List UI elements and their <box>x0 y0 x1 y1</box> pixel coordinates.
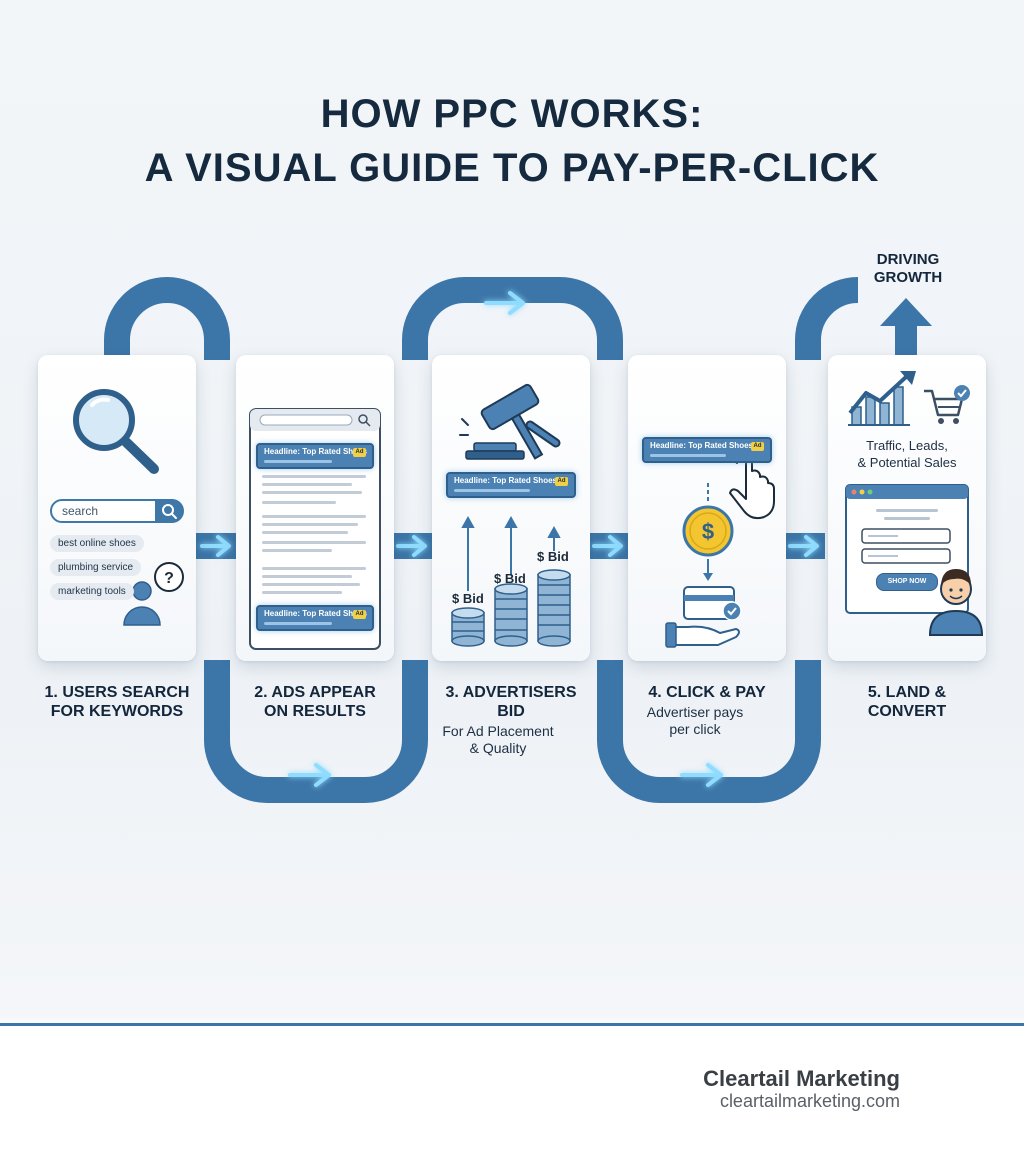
flow-arrow-icon <box>484 291 525 315</box>
magnifier-icon <box>73 389 159 474</box>
keyword-chip: plumbing service <box>50 559 142 576</box>
svg-text:?: ? <box>164 570 174 587</box>
step-3-label-line-2: BID <box>497 703 525 720</box>
search-icon <box>358 414 371 427</box>
brand-name: Cleartail Marketing <box>703 1066 900 1091</box>
ad-tag: Ad <box>751 442 764 451</box>
brand-website[interactable]: cleartailmarketing.com <box>719 1091 900 1111</box>
step-card-3: Headline: Top Rated Shoes | Ad $ Bid $ B… <box>432 355 590 661</box>
shop-now-button[interactable]: SHOP NOW <box>876 573 938 591</box>
bid-label: $ Bid <box>452 591 484 606</box>
step-card-1: ? search best online shoes plumbing serv… <box>38 355 196 661</box>
step-5-label-line-1: 5. LAND & <box>867 684 947 701</box>
ad-headline: Headline: Top Rated Shoes | <box>650 441 758 450</box>
credit-card-hand-icon <box>665 586 742 648</box>
step-card-2: Headline: Top Rated Shoes Ad Headline: T… <box>236 355 394 661</box>
ad-result[interactable]: Headline: Top Rated Shoes Ad <box>256 605 374 631</box>
step-4-subtitle-line-2: per click <box>669 721 721 737</box>
search-icon <box>162 504 177 519</box>
bid-label: $ Bid <box>494 571 526 586</box>
growth-chart-icon <box>848 371 916 426</box>
ad-result[interactable]: Headline: Top Rated Shoes | Ad <box>446 472 576 498</box>
step-3-subtitle-line-1: For Ad Placement <box>442 723 554 739</box>
step-5-label-line-2: CONVERT <box>867 703 947 720</box>
ad-headline: Headline: Top Rated Shoes <box>264 609 367 618</box>
gavel-icon <box>459 383 561 460</box>
user-question-icon: ? <box>123 562 184 626</box>
step-5-label: 5. LAND & CONVERT <box>817 683 997 721</box>
step-2-label-line-1: 2. ADS APPEAR <box>254 684 376 701</box>
up-arrow-icon <box>880 298 932 356</box>
ad-tag: Ad <box>555 477 568 486</box>
step-1-label: 1. USERS SEARCH FOR KEYWORDS <box>27 683 207 721</box>
step-4-subtitle-line-1: Advertiser pays <box>646 704 744 720</box>
flow-arrow-icon <box>200 535 231 557</box>
step-3-subtitle: For Ad Placement & Quality <box>408 723 588 757</box>
page-title-line-1: HOW PPC WORKS: <box>320 92 704 136</box>
person-avatar-icon <box>928 569 984 636</box>
keyword-chip: best online shoes <box>50 535 144 552</box>
coin-stack-icon <box>537 569 571 647</box>
flow-arrow-icon <box>592 535 623 557</box>
step-card-5: Traffic, Leads, & Potential Sales SHOP N… <box>828 355 986 661</box>
step-3-subtitle-line-2: & Quality <box>469 740 527 756</box>
dollar-coin-icon: $ <box>682 505 734 557</box>
conversion-results-line-2: & Potential Sales <box>857 455 957 470</box>
flow-arrow-icon <box>680 763 723 787</box>
search-placeholder: search <box>62 504 99 518</box>
conversion-results: Traffic, Leads, & Potential Sales <box>828 437 986 471</box>
bid-label: $ Bid <box>537 549 569 564</box>
driving-growth-label: DRIVING GROWTH <box>850 251 966 287</box>
driving-growth-line-2: GROWTH <box>873 269 943 286</box>
ad-tag: Ad <box>353 610 366 619</box>
step-3-label-line-1: 3. ADVERTISERS <box>445 684 577 701</box>
flow-arrow-icon <box>288 763 331 787</box>
ad-result[interactable]: Headline: Top Rated Shoes | Ad <box>642 437 772 463</box>
step-3-label: 3. ADVERTISERS BID <box>421 683 601 721</box>
coin-stack-icon <box>494 583 528 647</box>
step-4-label-line-1: 4. CLICK & PAY <box>648 684 766 701</box>
keyword-chip: marketing tools <box>50 583 134 600</box>
conversion-results-line-1: Traffic, Leads, <box>866 438 948 453</box>
coin-stack-icon <box>451 607 485 647</box>
step-1-label-line-1: 1. USERS SEARCH <box>44 684 190 701</box>
step-card-4: $ Headline: Top Rated Shoes | Ad <box>628 355 786 661</box>
flow-arrow-icon <box>396 535 427 557</box>
step-4-label: 4. CLICK & PAY <box>617 683 797 702</box>
step-4-subtitle: Advertiser pays per click <box>605 704 785 738</box>
page-title-line-2: A VISUAL GUIDE TO PAY-PER-CLICK <box>144 146 880 190</box>
ad-headline: Headline: Top Rated Shoes | <box>454 476 562 485</box>
driving-growth-line-1: DRIVING <box>876 251 940 268</box>
step-2-label: 2. ADS APPEAR ON RESULTS <box>225 683 405 721</box>
flow-arrow-icon <box>788 535 819 557</box>
svg-text:$: $ <box>702 519 714 544</box>
step-2-label-line-2: ON RESULTS <box>264 703 366 720</box>
shopping-cart-icon <box>924 385 970 424</box>
search-results-page <box>249 408 381 650</box>
ad-result[interactable]: Headline: Top Rated Shoes Ad <box>256 443 374 469</box>
step-1-label-line-2: FOR KEYWORDS <box>50 703 184 720</box>
ad-headline: Headline: Top Rated Shoes <box>264 447 367 456</box>
search-input[interactable]: search <box>50 499 184 523</box>
footer-divider <box>0 1023 1024 1026</box>
ad-tag: Ad <box>353 448 366 457</box>
search-button[interactable] <box>155 499 183 523</box>
